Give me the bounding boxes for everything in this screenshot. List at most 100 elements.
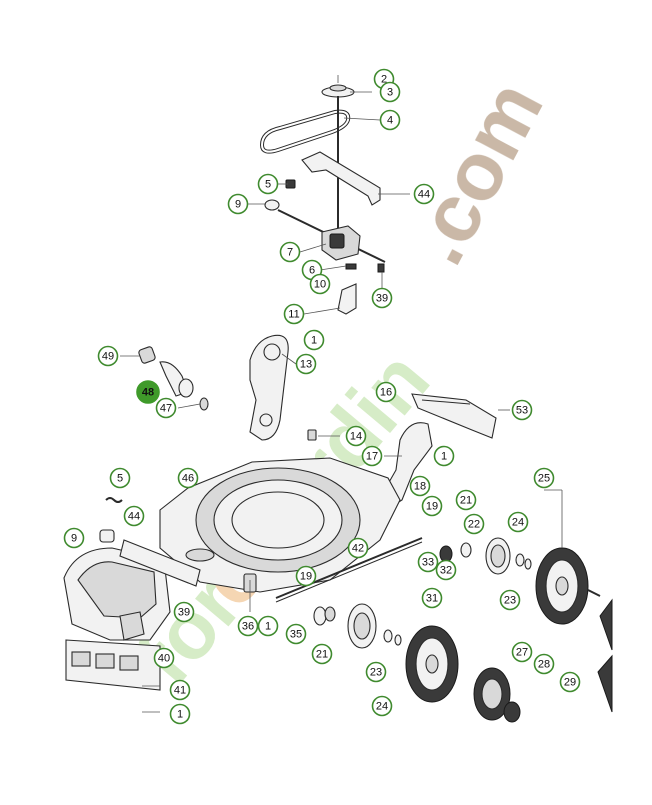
callout-circle: [421, 587, 443, 609]
hinge-bracket: [119, 539, 201, 587]
gearbox-7: [321, 225, 361, 261]
callout-label: 19: [300, 571, 312, 583]
leader-lines: [120, 91, 563, 713]
callout-label: 39: [178, 607, 190, 619]
callout-circle: [169, 703, 191, 725]
callout-circle: [463, 513, 485, 535]
callout-circle: [435, 559, 457, 581]
callout-label: 19: [426, 501, 438, 513]
callout-5: 5: [257, 173, 279, 195]
callout-11: 11: [283, 303, 305, 325]
callout-label: 16: [380, 387, 392, 399]
callout-28: 28: [533, 653, 555, 675]
callout-label: 1: [311, 335, 317, 347]
callout-35: 35: [285, 623, 307, 645]
callout-label: 49: [102, 351, 114, 363]
callout-circle: [533, 653, 555, 675]
callout-14: 14: [345, 425, 367, 447]
callout-circle: [136, 380, 160, 404]
callout-label: 22: [468, 519, 480, 531]
callout-circle: [533, 467, 555, 489]
callout-circle: [507, 511, 529, 533]
callout-circle: [361, 445, 383, 467]
callout-label: 53: [516, 405, 528, 417]
callout-label: 47: [160, 403, 172, 415]
callout-circle: [285, 623, 307, 645]
callout-36: 36: [237, 615, 259, 637]
callout-1: 1: [169, 703, 191, 725]
callout-circle: [283, 303, 305, 325]
bearing-9: [264, 199, 280, 211]
callout-9: 9: [63, 527, 85, 549]
callout-4: 4: [379, 109, 401, 131]
handle-grip-49: [138, 346, 194, 398]
hubcap-right-edge: [599, 598, 613, 651]
callout-circle: [257, 173, 279, 195]
callout-label: 9: [235, 199, 241, 211]
callout-label: 31: [426, 593, 438, 605]
callout-49: 49: [97, 345, 119, 367]
callout-label: 4: [387, 115, 393, 127]
callout-17: 17: [361, 445, 383, 467]
screw-14: [307, 429, 317, 441]
washers-24: [515, 553, 532, 570]
callout-label: 2: [381, 74, 387, 86]
callout-label: 5: [265, 179, 271, 191]
callout-label: 9: [71, 533, 77, 545]
pad-39: [119, 611, 145, 641]
callout-label: 5: [117, 473, 123, 485]
callout-circle: [227, 193, 249, 215]
callout-label: 44: [128, 511, 140, 523]
callout-circle: [123, 505, 145, 527]
callout-circle: [379, 81, 401, 103]
callout-33: 33: [417, 551, 439, 573]
callout-41: 41: [169, 679, 191, 701]
callout-label: 23: [504, 595, 516, 607]
callout-44: 44: [413, 183, 435, 205]
washers-23-24: [383, 629, 402, 646]
callout-40: 40: [153, 647, 175, 669]
callout-1: 1: [303, 329, 325, 351]
callout-5: 5: [109, 467, 131, 489]
callout-39: 39: [371, 287, 393, 309]
front-cover-40: [63, 547, 171, 691]
callout-16: 16: [375, 381, 397, 403]
callout-circle: [153, 647, 175, 669]
callout-label: 10: [314, 279, 326, 291]
callout-24: 24: [371, 695, 393, 717]
spring-5: [105, 497, 123, 503]
callout-32: 32: [435, 559, 457, 581]
callout-circle: [295, 353, 317, 375]
callout-21: 21: [455, 489, 477, 511]
callout-21: 21: [311, 643, 333, 665]
washer-47: [199, 397, 209, 411]
callout-48: 48: [136, 380, 160, 404]
callout-label: 17: [366, 451, 378, 463]
callout-circle: [173, 601, 195, 623]
callout-label: 3: [387, 87, 393, 99]
callout-circle: [295, 565, 317, 587]
callout-39: 39: [173, 601, 195, 623]
callout-circle: [455, 489, 477, 511]
callout-label: 18: [414, 481, 426, 493]
callout-47: 47: [155, 397, 177, 419]
callout-circle: [345, 425, 367, 447]
callout-7: 7: [279, 241, 301, 263]
callout-44: 44: [123, 505, 145, 527]
height-adjuster-13: [249, 334, 289, 441]
callout-label: 25: [538, 473, 550, 485]
callout-25: 25: [533, 467, 555, 489]
hubcap-27-28: [473, 667, 511, 721]
callout-circle: [177, 467, 199, 489]
bushing-9-lower: [99, 529, 115, 543]
callout-label: 1: [177, 709, 183, 721]
callout-circle: [499, 589, 521, 611]
callout-label: 36: [242, 621, 254, 633]
callout-18: 18: [409, 475, 431, 497]
callout-label: 21: [316, 649, 328, 661]
callout-circle: [413, 183, 435, 205]
callout-circle: [303, 329, 325, 351]
nut-29: [503, 701, 521, 723]
